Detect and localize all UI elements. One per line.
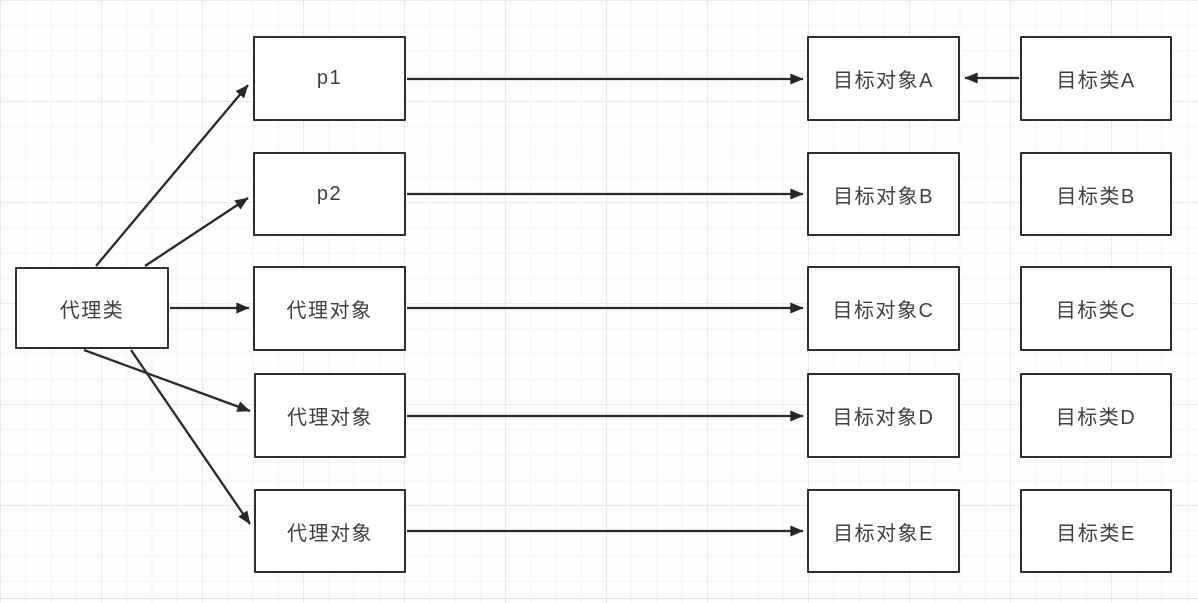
node-label: 代理对象	[286, 300, 373, 322]
edge-proxy-class-to-p1	[95, 84, 249, 267]
node-label: 目标对象C	[832, 300, 935, 322]
node-target-class-e[interactable]: 目标类E	[1020, 489, 1172, 573]
node-target-object-a[interactable]: 目标对象A	[807, 36, 960, 121]
node-target-class-d[interactable]: 目标类D	[1020, 373, 1172, 458]
node-label: 代理类	[59, 299, 125, 322]
node-target-class-c[interactable]: 目标类C	[1020, 266, 1172, 351]
node-label: 目标类E	[1056, 522, 1136, 545]
node-label: 目标类C	[1055, 300, 1137, 322]
node-label: 目标类D	[1055, 407, 1137, 429]
node-label: 目标类B	[1056, 185, 1136, 208]
node-label: p1	[316, 67, 343, 89]
node-label: 代理对象	[287, 522, 373, 545]
node-proxy-object-1[interactable]: 代理对象	[253, 266, 406, 351]
edge-proxy-class-to-p2	[144, 197, 249, 267]
node-target-class-b[interactable]: 目标类B	[1020, 152, 1172, 236]
node-target-object-e[interactable]: 目标对象E	[807, 489, 960, 573]
node-target-object-d[interactable]: 目标对象D	[807, 373, 960, 458]
node-label: 代理对象	[287, 407, 373, 429]
node-label: 目标对象E	[833, 522, 934, 545]
node-p2[interactable]: p2	[253, 152, 406, 236]
node-p1[interactable]: p1	[253, 36, 406, 121]
node-target-object-c[interactable]: 目标对象C	[807, 266, 960, 351]
node-label: 目标对象D	[832, 407, 935, 429]
node-target-object-b[interactable]: 目标对象B	[807, 152, 960, 236]
node-label: 目标对象A	[833, 70, 934, 92]
node-proxy-object-2[interactable]: 代理对象	[254, 373, 406, 458]
node-label: 目标类A	[1056, 70, 1136, 92]
node-label: p2	[316, 182, 343, 205]
node-label: 目标对象B	[833, 185, 934, 208]
node-proxy-class[interactable]: 代理类	[15, 267, 169, 349]
node-target-class-a[interactable]: 目标类A	[1020, 36, 1172, 121]
edge-proxy-class-to-proxy-object-3	[130, 349, 251, 525]
node-proxy-object-3[interactable]: 代理对象	[254, 489, 406, 573]
edge-proxy-class-to-proxy-object-2	[83, 348, 251, 413]
